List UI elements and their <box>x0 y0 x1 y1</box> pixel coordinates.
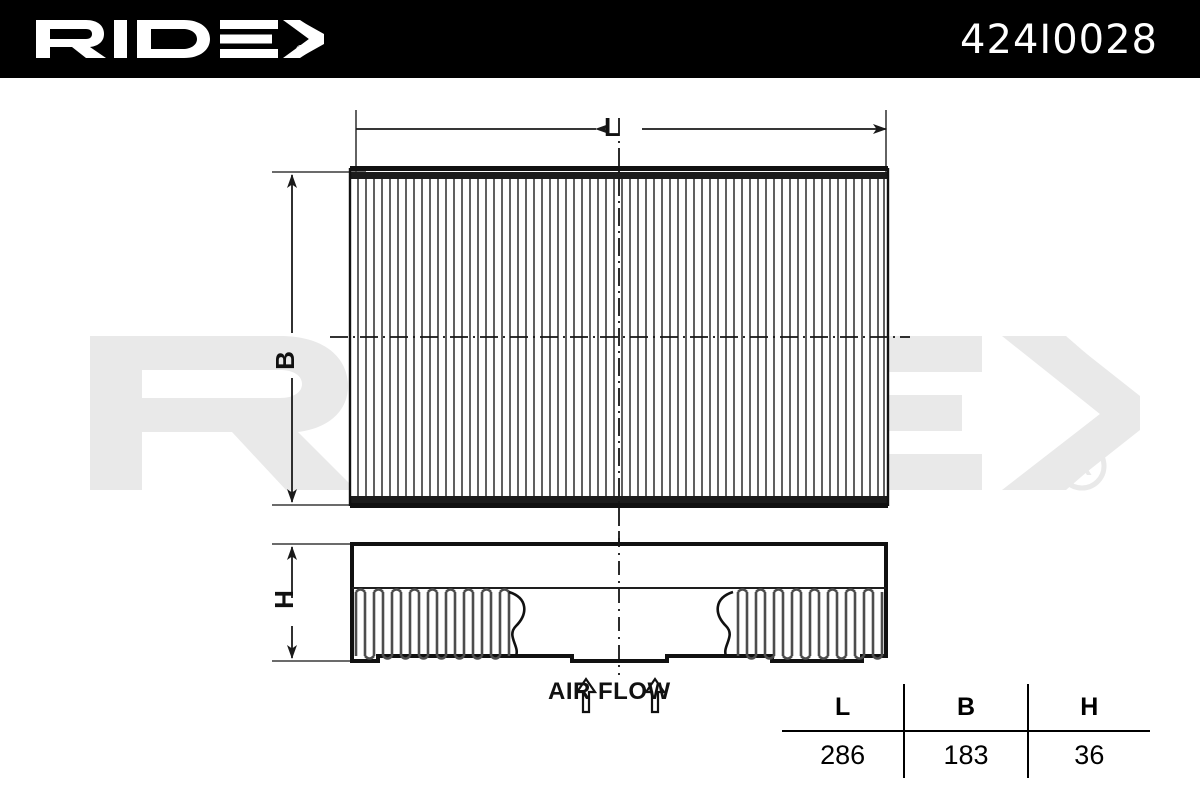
airflow-label: AIR FLOW <box>548 678 671 705</box>
top-frame-bar <box>350 166 888 171</box>
table-value-row: 286 183 36 <box>782 730 1150 778</box>
pleat-end-curve-left <box>508 590 526 657</box>
airflow-arrows <box>574 677 667 714</box>
pleat-pack-left <box>354 588 511 660</box>
side-view <box>272 533 888 714</box>
dimension-label-height: H <box>268 590 299 609</box>
bottom-frame-bar <box>350 503 888 508</box>
top-view <box>272 110 910 548</box>
technical-drawing <box>272 110 910 714</box>
table-value-l: 286 <box>782 730 906 778</box>
dimension-label-width: B <box>269 351 300 370</box>
dimension-label-length: L <box>604 112 620 142</box>
brand-registered-mark: ® <box>296 42 306 57</box>
table-header-b: B <box>903 684 1029 732</box>
top-frame-seal <box>350 172 888 179</box>
airflow-arrow-right <box>643 677 667 714</box>
pleat-pack-right <box>736 588 884 660</box>
pleat-lines <box>357 178 885 499</box>
table-header-row: L B H <box>782 684 1150 732</box>
pleat-end-curve-right <box>716 590 734 657</box>
part-number: 424I0028 <box>960 17 1158 63</box>
airflow-arrow-left <box>574 677 598 714</box>
table-value-b: 183 <box>903 730 1029 778</box>
table-header-h: H <box>1026 684 1150 732</box>
header-bar: ® 424I0028 <box>0 0 1200 78</box>
extension-lines-H <box>272 543 360 662</box>
dimensions-table: L B H 286 183 36 <box>780 682 1152 780</box>
table-value-h: 36 <box>1026 730 1150 778</box>
ridex-logo-icon <box>36 20 324 58</box>
table-header-l: L <box>782 684 906 732</box>
bottom-frame-seal <box>350 496 888 503</box>
